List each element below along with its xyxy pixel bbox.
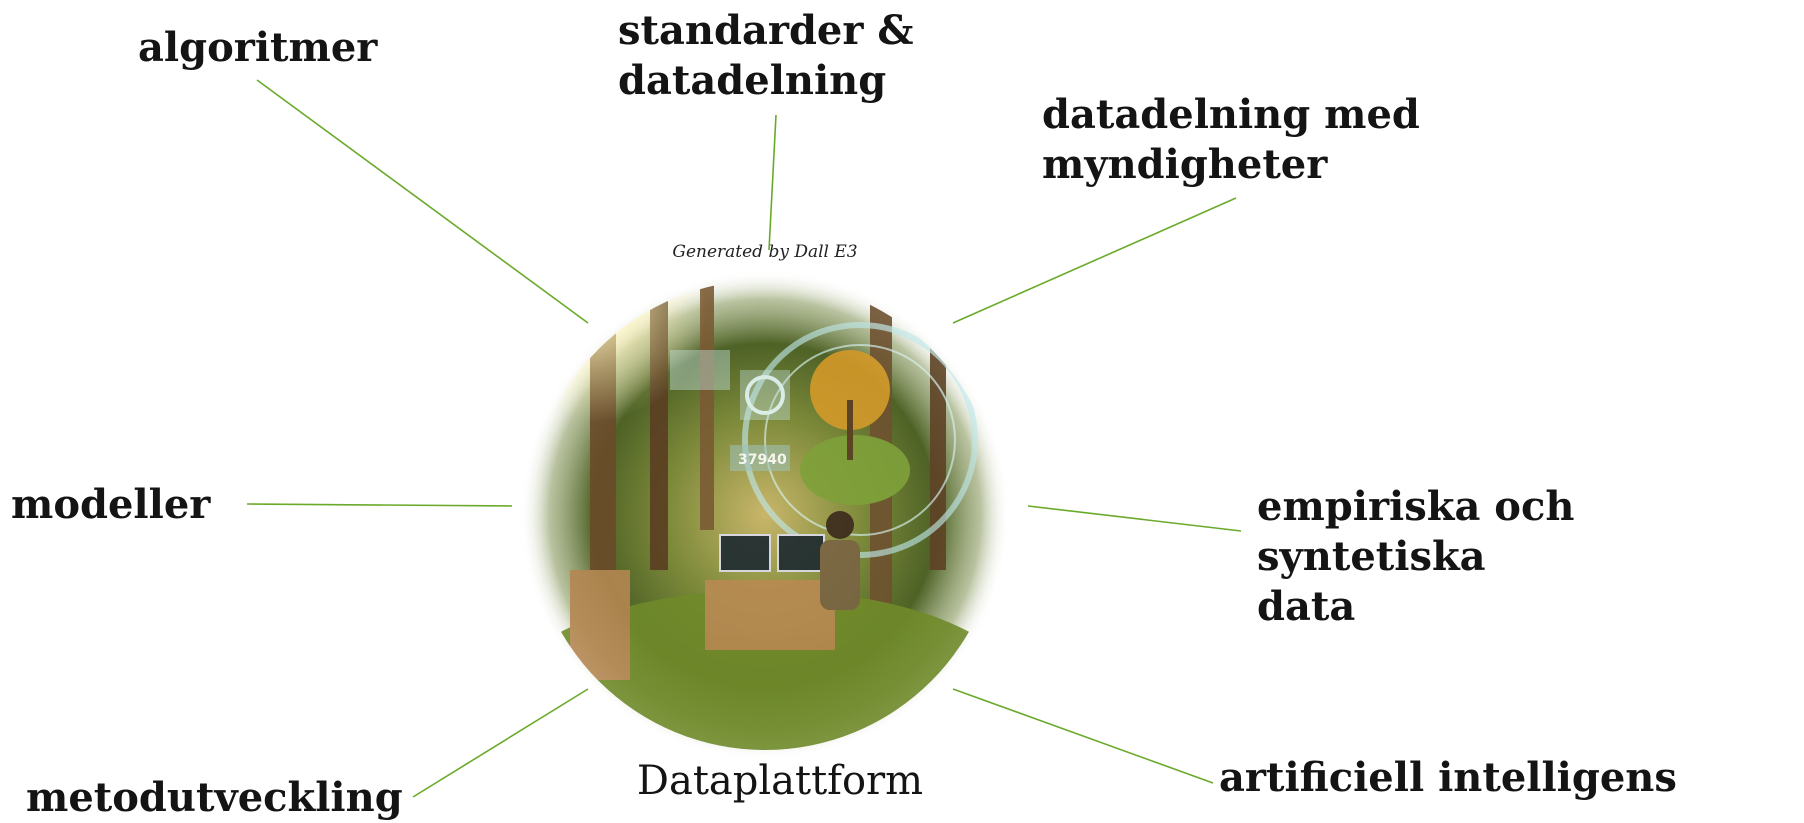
node-standarder: standarder & datadelning <box>618 7 914 104</box>
connector-empiriska <box>1027 505 1242 532</box>
node-empiriska: empiriska och syntetiska data <box>1257 483 1575 630</box>
connector-ai <box>952 688 1214 784</box>
connector-metodutveckling <box>412 688 589 798</box>
connector-modeller <box>246 503 513 507</box>
node-metodutveckling: metodutveckling <box>26 774 403 821</box>
connector-algoritmer <box>256 79 589 324</box>
forest-workstation-illustration: 37940 <box>520 270 1010 760</box>
image-caption: Generated by Dall E3 <box>672 242 858 262</box>
node-myndigheter: datadelning med myndigheter <box>1042 91 1420 188</box>
connector-myndigheter <box>952 197 1237 324</box>
node-algoritmer: algoritmer <box>138 24 378 71</box>
center-title: Dataplattform <box>636 758 924 804</box>
connector-standarder <box>768 114 777 251</box>
hologram-number: 37940 <box>738 452 787 468</box>
node-ai: artificiell intelligens <box>1219 754 1677 801</box>
node-modeller: modeller <box>11 481 211 528</box>
